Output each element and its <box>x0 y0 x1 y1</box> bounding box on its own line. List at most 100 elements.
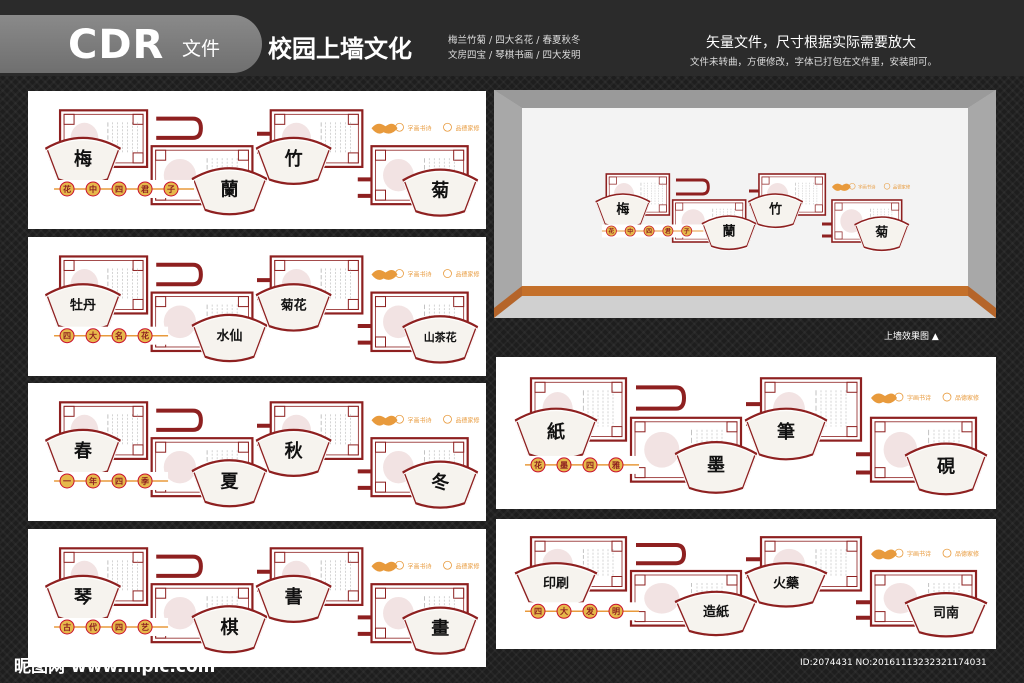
fan-label: 春 <box>74 440 93 462</box>
fan-label: 梅 <box>616 202 629 218</box>
frame-corner-motif <box>132 298 144 310</box>
fan-plaque-shadow <box>192 169 267 217</box>
frame-corner-motif <box>761 176 770 185</box>
fan-plaque <box>402 315 479 364</box>
fan-plaque-shadow <box>256 285 331 334</box>
room-right-wall <box>968 90 996 318</box>
fan-plaque <box>191 313 268 363</box>
room-ceiling <box>494 90 996 108</box>
room-baseboard-left <box>494 286 522 318</box>
fan-label: 司南 <box>933 605 959 621</box>
subtitle-char: 墨 <box>560 460 568 470</box>
fan-plaque <box>402 168 479 217</box>
frame-corner-motif <box>534 540 546 552</box>
fan-plaque-shadow <box>745 410 827 462</box>
seal-dot <box>894 392 904 402</box>
subtitle-char: 子 <box>684 228 690 235</box>
frame-corner-motif <box>155 587 167 599</box>
frame-corner-motif <box>874 611 886 623</box>
watermark-logo: 昵图网 www.nipic.com <box>14 657 216 677</box>
frame-corner-motif <box>764 381 776 393</box>
header-logo: CDR <box>68 22 165 68</box>
subtitle-char: 君 <box>665 227 671 235</box>
fan-plaque-shadow <box>402 463 478 511</box>
room-baseboard-right <box>968 286 996 318</box>
seal-dot <box>443 414 452 424</box>
frame-corner-motif <box>347 113 359 125</box>
panel-svg: 印刷造紙火藥司南四大发明字画书诗品德家修 <box>514 536 988 639</box>
connector-pipe <box>156 554 203 578</box>
painting-area <box>644 583 680 614</box>
fan-label: 紙 <box>547 421 565 443</box>
panel-svg: 春夏秋冬一年四季字画书诗品德家修 <box>44 401 480 511</box>
seal-dot <box>395 560 404 570</box>
panel-artwork: 紙墨筆硯花墨四雅字画书诗品德家修 <box>514 377 988 497</box>
fan-plaque <box>402 460 479 509</box>
seal-text: 字画书诗 <box>858 183 876 190</box>
subtitle-coin <box>643 225 655 237</box>
subtitle-coin <box>59 328 75 344</box>
room-scene: 梅蘭竹菊花中四君子字画书诗品德家修 <box>494 90 996 318</box>
fan-label: 火藥 <box>773 575 800 591</box>
frame-corner-motif <box>634 574 646 586</box>
painting-area <box>163 450 196 484</box>
frame-corner-motif <box>237 587 249 599</box>
frame-corner-motif <box>63 551 75 563</box>
subtitle-char: 君 <box>141 185 149 194</box>
panel-artwork: 春夏秋冬一年四季字画书诗品德家修 <box>44 401 480 511</box>
frame-corner-motif <box>347 298 359 310</box>
fan-plaque-shadow <box>745 564 827 609</box>
subtitle-coin <box>59 181 75 197</box>
fan-label: 棋 <box>221 616 239 638</box>
frame-corner-motif <box>347 551 359 563</box>
fan-label: 蘭 <box>723 224 736 240</box>
seal-text: 品德家修 <box>893 183 911 190</box>
fan-label: 水仙 <box>217 328 243 344</box>
frame-corner-motif <box>237 441 249 453</box>
fan-plaque <box>674 441 758 494</box>
panel-artwork: 琴棋書畫古代四艺字画书诗品德家修 <box>44 547 480 657</box>
subtitle-char: 艺 <box>141 622 149 632</box>
subtitle-char: 四 <box>115 623 123 632</box>
subtitle-coin <box>111 328 127 344</box>
frame-corner-motif <box>764 540 776 552</box>
subtitle-char: 四 <box>646 228 652 235</box>
connector-pipe <box>156 262 203 287</box>
fan-label: 書 <box>285 587 303 608</box>
fan-plaque <box>255 283 332 332</box>
subtitle-char: 子 <box>167 185 175 194</box>
frame-corner-motif <box>874 467 886 479</box>
fan-plaque <box>744 407 828 461</box>
panel-svg: 梅蘭竹菊花中四君子字画书诗品德家修 <box>44 109 480 219</box>
frame-corner-motif <box>347 444 359 456</box>
frame-corner-motif <box>611 576 623 587</box>
subtitle-coin <box>137 181 153 197</box>
fan-plaque-shadow <box>675 593 757 638</box>
subtitle-char: 花 <box>534 460 542 470</box>
fan-plaque-shadow <box>702 217 757 252</box>
frame-corner-motif <box>726 421 738 433</box>
frame-corner-motif <box>132 113 144 125</box>
fan-label: 造紙 <box>703 604 729 620</box>
frame-corner-motif <box>132 590 144 602</box>
room-floor <box>494 296 996 318</box>
seal-text: 品德家修 <box>455 416 479 424</box>
subtitle-char: 四 <box>115 477 123 486</box>
wall-panel-flowers: 牡丹水仙菊花山茶花四大名花字画书诗品德家修 <box>28 237 486 376</box>
frame-corner-motif <box>658 204 667 213</box>
fan-label: 梅 <box>74 148 92 170</box>
fan-label: 冬 <box>431 472 449 494</box>
seal-text: 字画书诗 <box>407 124 431 132</box>
fan-label: 菊花 <box>281 298 307 314</box>
frame-corner-motif <box>274 113 286 125</box>
frame-corner-motif <box>874 421 886 433</box>
cloud-ornament <box>371 561 398 572</box>
panel-artwork: 梅蘭竹菊花中四君子字画书诗品德家修 <box>44 109 480 219</box>
seal-dot <box>883 183 891 190</box>
frame-corner-motif <box>735 202 744 211</box>
frame-corner-motif <box>846 576 858 587</box>
frame-corner-motif <box>608 176 617 185</box>
subtitle-coin <box>137 328 153 344</box>
fan-plaque-shadow <box>402 609 478 657</box>
seal-text: 品德家修 <box>455 562 479 570</box>
